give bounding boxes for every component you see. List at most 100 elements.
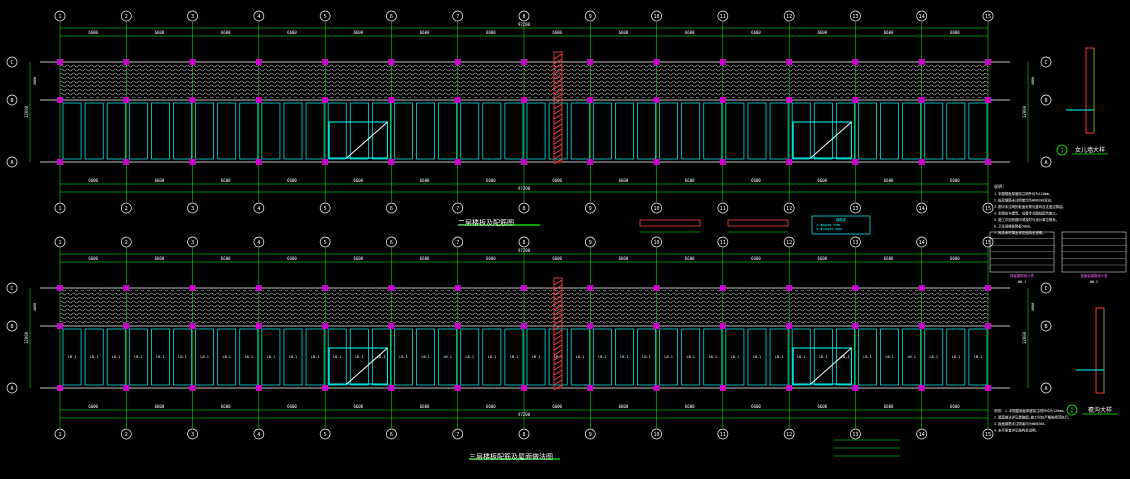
table-left bbox=[989, 231, 1055, 273]
second-slab-panel bbox=[438, 328, 458, 386]
second-axis-bubble-8 bbox=[518, 236, 530, 248]
first-slab-panel bbox=[173, 102, 192, 160]
first-bay-dim: 6600 bbox=[751, 178, 761, 183]
second-slab-panel bbox=[968, 328, 988, 386]
second-column bbox=[454, 285, 461, 291]
first-bay-dim: 6600 bbox=[817, 30, 827, 35]
table-right-footer: WB-2 bbox=[1090, 280, 1098, 284]
first-axis-bubble-3 bbox=[187, 202, 198, 214]
first-axis-bubble-11 bbox=[717, 202, 729, 214]
second-slab-label: LB-1 bbox=[289, 355, 297, 359]
second-row-bubble-B bbox=[1040, 320, 1052, 332]
first-axis-bubble-13 bbox=[850, 202, 861, 214]
second-bay-dim: 6600 bbox=[88, 404, 98, 409]
second-slab-label: LB-1 bbox=[245, 355, 253, 359]
first-hatch-line bbox=[553, 53, 563, 60]
first-column bbox=[852, 159, 859, 165]
second-slab-panel bbox=[637, 328, 656, 386]
second-slab-label: LB-1 bbox=[200, 355, 208, 359]
second-column bbox=[918, 285, 925, 291]
detail-1-mark: 1 bbox=[1060, 148, 1063, 154]
second-column bbox=[57, 285, 63, 291]
table-right-caption: 屋面板钢筋统计表 bbox=[1080, 273, 1108, 278]
first-column bbox=[587, 59, 594, 65]
first-column bbox=[719, 159, 726, 165]
second-slab-panel bbox=[548, 328, 568, 386]
first-row-bubble-C bbox=[1040, 56, 1052, 68]
second-slab-label: LB-1 bbox=[709, 355, 717, 359]
second-hatch-line bbox=[553, 279, 563, 286]
second-bay-dim: 6600 bbox=[817, 256, 827, 261]
second-row-label-B: B bbox=[10, 324, 13, 330]
second-slab-panel bbox=[151, 328, 170, 386]
second-slab-panel bbox=[106, 328, 126, 386]
first-hatch-line bbox=[553, 123, 563, 130]
second-hatch-line bbox=[553, 324, 563, 331]
first-column bbox=[123, 159, 130, 165]
first-axis-label-11: 11 bbox=[720, 206, 726, 212]
first-hatch-line bbox=[553, 93, 563, 100]
notes-1-line: 2.板底钢筋未注明者均为Φ8@200双向。 bbox=[994, 198, 1054, 203]
second-column bbox=[123, 323, 130, 329]
second-bay-dim: 6600 bbox=[221, 404, 231, 409]
first-bay-dim: 6600 bbox=[751, 30, 761, 35]
first-axis-bubble-11 bbox=[717, 10, 729, 22]
second-overall-dim: 97200 bbox=[518, 248, 531, 253]
first-hatch-line bbox=[553, 153, 563, 160]
first-slab-panel bbox=[791, 102, 811, 160]
first-depth-dim: 12000 bbox=[1022, 105, 1027, 118]
first-axis-label-9: 9 bbox=[589, 206, 592, 212]
first-column bbox=[653, 59, 660, 65]
second-axis-label-15: 15 bbox=[985, 240, 991, 246]
first-axis-label-3: 3 bbox=[191, 14, 194, 20]
second-axis-label-10: 10 bbox=[654, 432, 660, 438]
first-axis-bubble-2 bbox=[120, 10, 132, 22]
first-slab-panel bbox=[570, 102, 590, 160]
first-axis-label-8: 8 bbox=[522, 14, 525, 20]
first-axis-bubble-2 bbox=[120, 202, 132, 214]
second-row-bubble-C bbox=[1040, 282, 1052, 294]
second-slab-label: LB-1 bbox=[355, 355, 363, 359]
first-axis-bubble-10 bbox=[651, 202, 662, 214]
second-axis-bubble-7 bbox=[452, 236, 464, 248]
first-axis-bubble-14 bbox=[916, 202, 928, 214]
first-row-bubble-A bbox=[1040, 156, 1052, 168]
second-hatch-line bbox=[553, 304, 563, 311]
plan2-title: 三层楼板配筋及屋面做法图 bbox=[469, 453, 553, 461]
second-slab-panel bbox=[84, 328, 104, 386]
second-slab-panel bbox=[902, 328, 922, 386]
second-hatch-line bbox=[553, 349, 563, 356]
first-hatch-line bbox=[553, 143, 563, 150]
first-slab-panel bbox=[62, 102, 82, 160]
second-bay-dim: 6600 bbox=[552, 256, 562, 261]
first-column bbox=[587, 159, 594, 165]
second-column bbox=[123, 385, 130, 391]
first-slab-panel bbox=[968, 102, 988, 160]
second-bay-dim: 6600 bbox=[88, 256, 98, 261]
notes-2-line: 4.未尽事宜详见结构总说明。 bbox=[994, 428, 1039, 433]
first-column bbox=[189, 59, 196, 65]
first-slab-panel bbox=[371, 102, 391, 160]
second-column bbox=[653, 385, 660, 391]
first-axis-label-14: 14 bbox=[919, 14, 925, 20]
first-hatch-line bbox=[553, 118, 563, 125]
second-column bbox=[653, 285, 660, 291]
second-slab-panel bbox=[858, 328, 877, 386]
first-axis-bubble-10 bbox=[651, 10, 662, 22]
second-column bbox=[454, 323, 461, 329]
first-axis-label-11: 11 bbox=[720, 14, 726, 20]
second-slab-label: LB-1 bbox=[267, 355, 275, 359]
legend-title: 钢筋表 bbox=[836, 217, 847, 222]
second-axis-bubble-14 bbox=[916, 236, 928, 248]
second-axis-label-14: 14 bbox=[919, 432, 925, 438]
first-bay-dim: 6600 bbox=[685, 178, 695, 183]
second-axis-bubble-11 bbox=[717, 428, 729, 440]
second-axis-bubble-1 bbox=[54, 236, 66, 248]
second-slab-label: LB-1 bbox=[797, 355, 805, 359]
first-slab-panel bbox=[681, 102, 701, 160]
second-stair-diagonal bbox=[346, 347, 388, 385]
second-column bbox=[189, 385, 196, 391]
second-column bbox=[985, 385, 991, 391]
